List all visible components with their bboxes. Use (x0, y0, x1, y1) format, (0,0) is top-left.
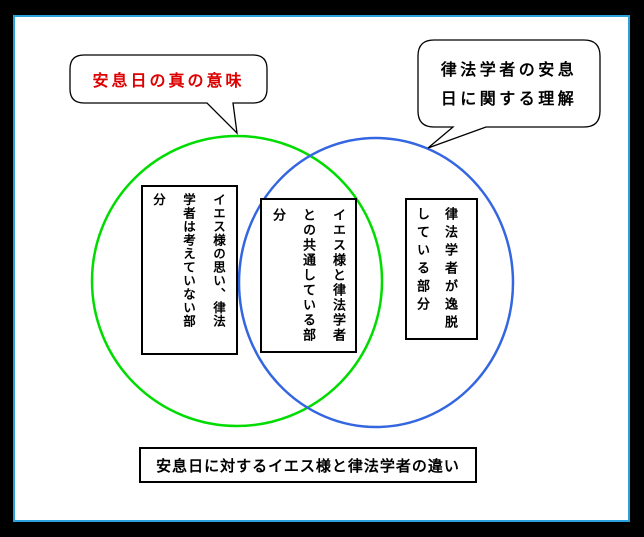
right-circle (237, 136, 515, 429)
region-box-right-only: 律法学者が逸脱 している部分 (405, 198, 478, 340)
caption-text: 安息日に対するイエス様と律法学者の違い (156, 456, 460, 475)
region-box-left-only: イエス様の思い、律法 学者は考えていない部 分 (141, 185, 238, 355)
callout-right-text: 律法学者の安息 日に関する理解 (440, 59, 578, 108)
region-intersection-text: イエス様と律法学者 との共通している部 分 (270, 208, 345, 343)
callout-left-bubble (69, 54, 268, 135)
caption-box: 安息日に対するイエス様と律法学者の違い (139, 447, 477, 483)
callout-right-bubble (417, 39, 601, 149)
region-right-only-text: 律法学者が逸脱 している部分 (414, 207, 457, 333)
region-box-intersection: イエス様と律法学者 との共通している部 分 (260, 198, 357, 353)
left-circle (90, 134, 384, 428)
region-left-only-text: イエス様の思い、律法 学者は考えていない部 分 (151, 193, 226, 328)
callout-left-text: 安息日の真の意味 (92, 71, 245, 90)
